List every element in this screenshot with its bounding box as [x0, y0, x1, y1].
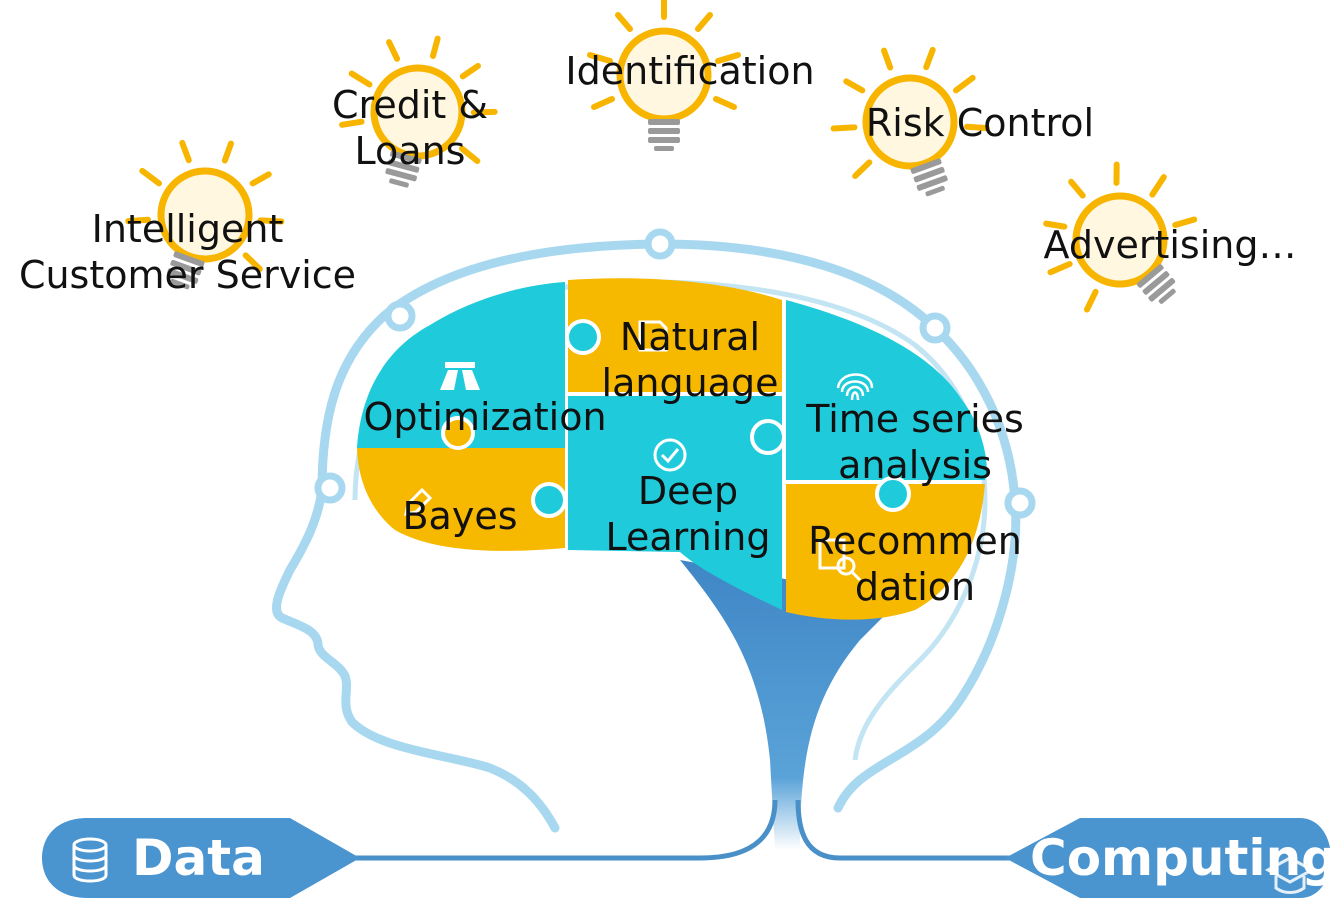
foundation-computing-label: Computing	[1030, 829, 1331, 887]
computing-connector	[795, 799, 1060, 861]
data-connector	[340, 799, 778, 861]
app-label-line2: Loans	[354, 129, 466, 173]
module-label-line1: Natural	[619, 315, 761, 359]
foundation-data-label: Data	[132, 829, 265, 887]
app-intelligent-customer-service: Intelligent Customer Service	[10, 206, 365, 298]
app-label-line2: Customer Service	[18, 253, 357, 297]
brain-piece-time-series	[786, 300, 987, 480]
computing-banner	[1005, 818, 1331, 898]
brain-piece-deep-learning	[568, 396, 782, 610]
module-natural-language: Natural language	[590, 314, 790, 406]
module-recommendation: Recommen dation	[790, 518, 1040, 610]
app-advertising: Advertising…	[1043, 223, 1297, 267]
app-identification: Identification	[565, 49, 815, 93]
app-label-line1: Intelligent	[91, 207, 284, 251]
outline-nodes	[314, 228, 1036, 519]
document-icon	[638, 320, 668, 352]
graduation-cap-icon	[1264, 856, 1316, 894]
data-banner	[42, 818, 360, 898]
module-label-line1: Time series	[806, 397, 1024, 441]
module-label-line2: dation	[854, 565, 976, 609]
module-label-line1: Deep	[637, 469, 739, 513]
brain-stem	[680, 560, 900, 850]
app-risk-control: Risk Control	[865, 101, 1095, 145]
module-bayes: Bayes	[402, 494, 518, 538]
brain-piece-natural-language	[568, 278, 782, 392]
brain-piece-bayes	[357, 448, 565, 551]
module-label-line2: language	[601, 361, 779, 405]
pencil-icon	[404, 487, 433, 516]
module-optimization: Optimization	[363, 395, 607, 439]
module-label-line2: analysis	[838, 443, 992, 487]
module-label-line2: Learning	[605, 515, 771, 559]
app-credit-loans: Credit & Loans	[300, 82, 520, 174]
search-chart-icon	[818, 538, 862, 582]
fingerprint-icon	[836, 373, 874, 401]
road-icon	[440, 362, 480, 390]
database-icon	[72, 837, 108, 883]
module-time-series-analysis: Time series analysis	[790, 396, 1040, 488]
module-deep-learning: Deep Learning	[588, 468, 788, 560]
brain-piece-recommendation	[786, 484, 985, 620]
module-label-line1: Recommen	[808, 519, 1022, 563]
check-circle-icon	[653, 438, 687, 472]
app-label-line1: Credit &	[332, 83, 488, 127]
